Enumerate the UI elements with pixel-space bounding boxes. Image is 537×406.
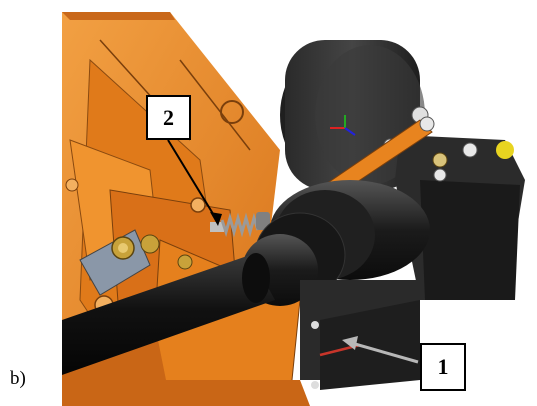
panel-label: b) <box>10 368 26 389</box>
callout-1-arrowhead <box>342 336 358 350</box>
tension-spring <box>210 212 270 238</box>
gearbox <box>395 135 525 300</box>
hinge-plate <box>79 229 193 296</box>
callout-1-leader <box>347 340 419 364</box>
skid-plate <box>62 380 310 406</box>
drive-coupling <box>242 180 430 390</box>
callout-2-leader <box>167 139 219 223</box>
callout-2-arrowhead <box>210 212 222 226</box>
callout-label-2: 2 <box>146 95 191 140</box>
drive-shaft <box>62 253 275 375</box>
callout-label-1: 1 <box>420 343 466 391</box>
